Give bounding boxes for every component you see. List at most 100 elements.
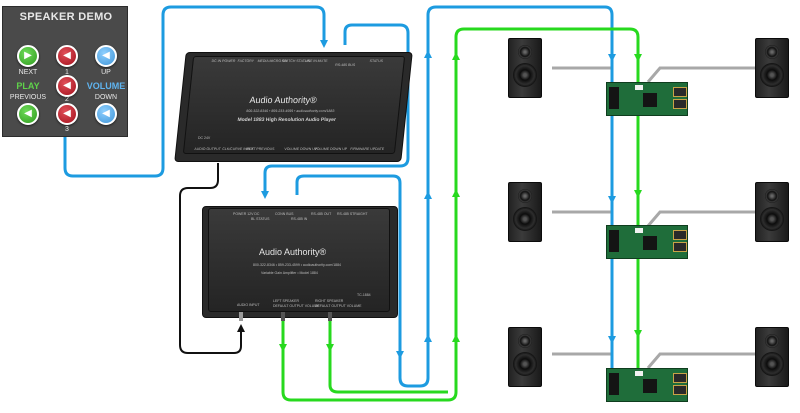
volume-down-button[interactable]: ◀ [95, 103, 117, 125]
player-port-label-2: FACTORY [237, 59, 255, 63]
amp-top-label-2: BL STATUS [251, 217, 270, 221]
pcb-terminal [673, 373, 687, 383]
up-label: UP [101, 69, 111, 76]
amp-serial: TC-1884 [357, 293, 371, 297]
blue-bus-wires [63, 5, 616, 395]
green-audio-wires [279, 27, 642, 402]
tweeter [518, 189, 532, 203]
audio-player-device: DC IN POWER FACTORY MEDIA MICRO SD SWITC… [182, 56, 406, 154]
woofer [513, 63, 537, 87]
track-2-label: 2 [65, 96, 69, 103]
player-bottom-label-5: VOLUME DOWN UP [284, 147, 318, 151]
player-side-label: DC 24V [198, 136, 211, 140]
pcb-connector [609, 373, 619, 395]
speaker [508, 38, 542, 98]
tweeter [765, 189, 779, 203]
back-triangle-icon: ◀ [24, 108, 32, 119]
amp-top-label-1: POWER 12V DC [233, 212, 260, 216]
track-2-button[interactable]: ◀ [56, 75, 78, 97]
speaker-demo-panel: SPEAKER DEMO ▶ NEXT ◀ 1 ◀ UP PLAY ◀ VOLU… [2, 6, 128, 137]
amp-sub-label-2: DEFAULT OUTPUT VOLUME [315, 304, 362, 308]
pcb-label [635, 85, 643, 90]
panel-title: SPEAKER DEMO [19, 11, 113, 23]
player-brand-text: Audio Authority [249, 95, 311, 105]
speaker [508, 327, 542, 387]
previous-label: PREVIOUS [9, 94, 47, 101]
amp-bottom-label-2: LEFT SPEAKER [273, 299, 300, 303]
speaker-icon: ◀ [63, 50, 71, 61]
speaker [755, 327, 789, 387]
amp-web-text: 800-322-8346 • 859-233-4599 • audioautho… [253, 263, 342, 267]
track-3-button[interactable]: ◀ [56, 103, 78, 125]
track-1-button[interactable]: ◀ [56, 45, 78, 67]
tweeter [765, 334, 779, 348]
speaker-icon: ◀ [63, 80, 71, 91]
player-model-text: Model 1883 High Resolution Audio Player [237, 117, 337, 123]
player-bottom-label-1: AUDIO OUTPUT [194, 147, 222, 151]
audio-input-jack [239, 312, 243, 321]
speaker [755, 182, 789, 242]
player-port-label-6: MUTE [317, 59, 328, 63]
pcb-terminal [673, 87, 687, 97]
pcb-connector [609, 87, 619, 109]
amp-bottom-label-1: AUDIO INPUT [237, 303, 260, 307]
amp-brand-text: Audio Authority [259, 247, 320, 257]
player-web-text: 800-322-8346 • 859-233-4599 • audioautho… [246, 109, 335, 113]
amp-brand: Audio Authority® [259, 247, 326, 257]
next-button[interactable]: ▶ [17, 45, 39, 67]
amplifier-device: POWER 12V DC BL STATUS CONN BUS RS-485 I… [208, 208, 390, 312]
volume-up-button[interactable]: ◀ [95, 45, 117, 67]
play-label: PLAY [16, 81, 40, 91]
track-3-label: 3 [65, 126, 69, 133]
track-1-label: 1 [65, 69, 69, 76]
amp-brand-reg: ® [319, 247, 327, 257]
pcb-label [635, 228, 643, 233]
amp-top-label-4: RS-485 IN [291, 217, 308, 221]
amp-model-text: Variable Gain Amplifier • Model 1884 [261, 271, 318, 275]
pcb-chip [643, 236, 657, 250]
next-label: NEXT [18, 69, 38, 76]
player-brand-reg: ® [309, 95, 318, 105]
amp-bottom-label-3: RIGHT SPEAKER [315, 299, 344, 303]
pcb-terminal [673, 242, 687, 252]
black-audio-wire [179, 163, 245, 354]
tweeter [518, 45, 532, 59]
speaker-icon: ◀ [102, 108, 110, 119]
woofer [760, 63, 784, 87]
amp-top-label-3: CONN BUS [275, 212, 294, 216]
tweeter [765, 45, 779, 59]
pcb-terminal [673, 385, 687, 395]
player-bottom-label-4: PREVIOUS [256, 147, 275, 151]
pcb-terminal [673, 230, 687, 240]
amp-sub-label-1: DEFAULT OUTPUT VOLUME [273, 304, 320, 308]
player-port-label-1: DC IN POWER [211, 59, 236, 63]
amp-top-label-5: RS-485 OUT [311, 212, 332, 216]
amp-pcb [606, 368, 688, 402]
pcb-chip [643, 93, 657, 107]
player-bottom-label-7: FIRMWARE UPDATE [350, 147, 385, 151]
woofer [760, 352, 784, 376]
pcb-chip [643, 379, 657, 393]
player-port-label-5: LINE IN [304, 59, 318, 63]
previous-button[interactable]: ◀ [17, 103, 39, 125]
speaker-icon: ◀ [102, 50, 110, 61]
woofer [760, 207, 784, 231]
player-rs485-label: RS-485 BUS [334, 63, 356, 67]
speaker [508, 182, 542, 242]
woofer [513, 207, 537, 231]
amp-top-label-6: RS-485 STRAIGHT [337, 212, 368, 216]
volume-label: VOLUME [86, 81, 126, 91]
play-triangle-icon: ▶ [24, 50, 32, 61]
tweeter [518, 334, 532, 348]
pcb-connector [609, 230, 619, 252]
down-label: DOWN [94, 94, 118, 101]
pcb-label [635, 371, 643, 376]
speaker-icon: ◀ [63, 108, 71, 119]
player-status-label: STATUS [369, 59, 384, 63]
player-bottom-label-6: VOLUME DOWN UP [314, 147, 348, 151]
amp-pcb [606, 82, 688, 116]
woofer [513, 352, 537, 376]
pcb-terminal [673, 99, 687, 109]
